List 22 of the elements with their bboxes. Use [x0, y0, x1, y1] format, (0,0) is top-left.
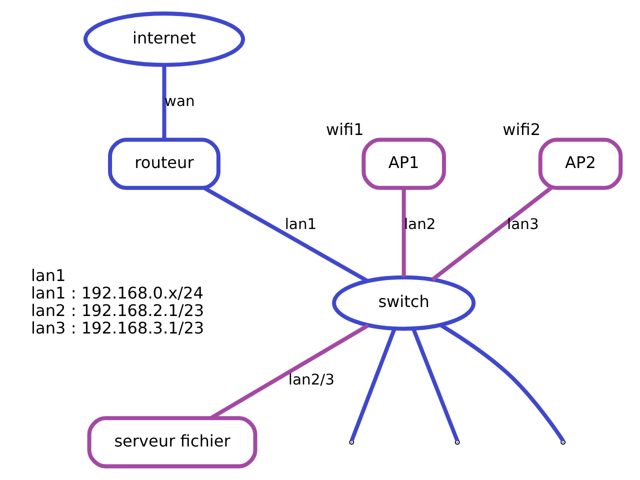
node-ellipse: switch: [332, 275, 476, 331]
connector: [202, 186, 368, 283]
connector: [401, 188, 406, 278]
edge-label: lan1: [284, 216, 316, 234]
node-box: AP2: [538, 138, 622, 190]
connector: [162, 65, 166, 140]
node-box: AP1: [361, 138, 446, 190]
node-box: serveur fichier: [86, 416, 257, 468]
label: lan2 : 192.168.2.1/23: [30, 300, 204, 320]
node-ellipse: internet: [82, 12, 245, 67]
label: lan1 : 192.168.0.x/24: [30, 283, 203, 302]
connector: [430, 186, 552, 282]
edge-label: lan2/3: [288, 371, 334, 388]
label: lan1: [30, 266, 66, 286]
node-label: wifi2: [502, 120, 540, 140]
connector: [349, 328, 396, 442]
connector: [411, 328, 459, 442]
label: lan3 : 192.168.3.1/23: [30, 318, 204, 338]
node-label: wifi1: [325, 120, 364, 140]
node-box: routeur: [108, 138, 220, 190]
edge-label: lan3: [506, 216, 538, 234]
connector: [438, 323, 564, 442]
